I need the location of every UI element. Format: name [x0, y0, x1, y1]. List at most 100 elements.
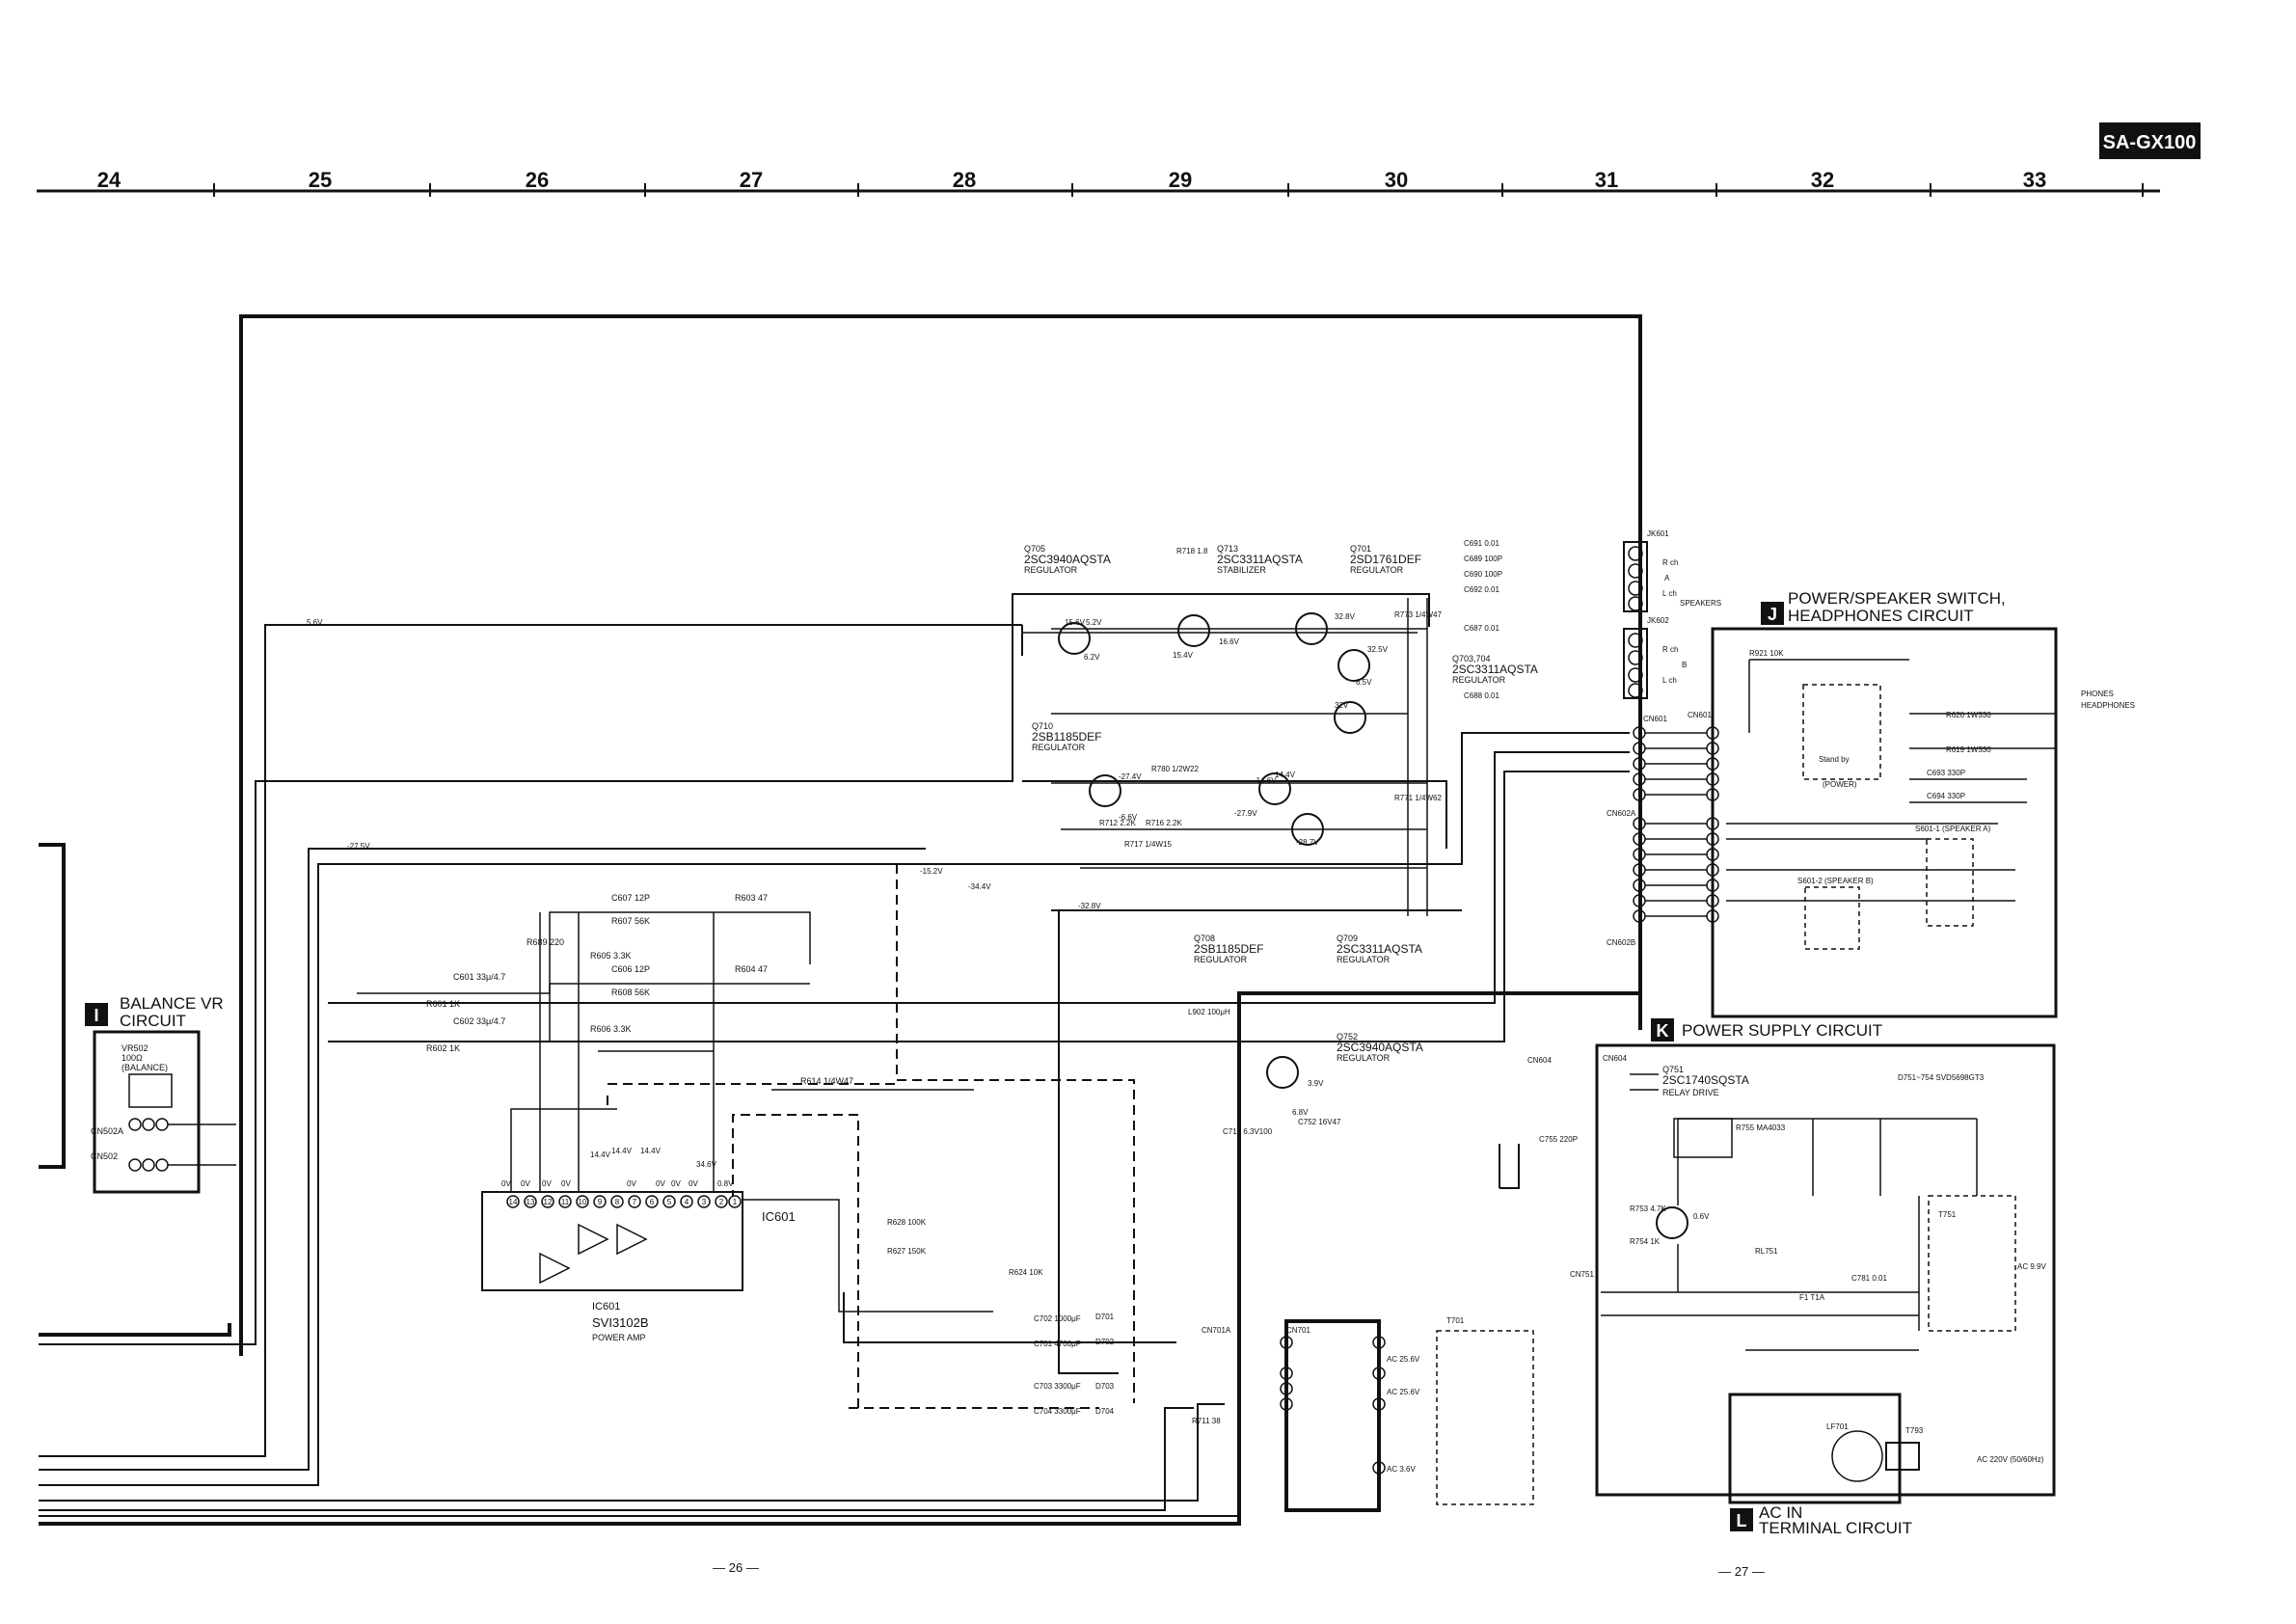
svg-text:15.6V: 15.6V	[1065, 618, 1086, 627]
svg-text:R712 2.2K: R712 2.2K	[1099, 819, 1136, 827]
svg-text:C688 0.01: C688 0.01	[1464, 691, 1499, 700]
regulator-transistors	[1058, 612, 1688, 1239]
svg-text:0V: 0V	[656, 1179, 665, 1188]
svg-text:2SC3311AQSTA: 2SC3311AQSTA	[1217, 553, 1303, 566]
svg-text:RL751: RL751	[1755, 1247, 1778, 1256]
svg-text:R605 3.3K: R605 3.3K	[590, 951, 632, 961]
svg-text:13: 13	[527, 1198, 535, 1206]
svg-text:2SC3940AQSTA: 2SC3940AQSTA	[1024, 553, 1111, 566]
svg-text:CN602A: CN602A	[1607, 809, 1636, 818]
svg-text:Q705: Q705	[1024, 544, 1045, 554]
col-24: 24	[97, 168, 122, 192]
t701-tap-3: AC 3.6V	[1387, 1465, 1416, 1474]
svg-text:0V: 0V	[542, 1179, 552, 1188]
svg-text:L ch: L ch	[1662, 676, 1677, 685]
svg-text:C702 1000μF: C702 1000μF	[1034, 1314, 1081, 1323]
amp-network	[357, 911, 993, 1313]
svg-text:D704: D704	[1095, 1407, 1115, 1416]
col-26: 26	[526, 168, 549, 192]
ruler-ticks	[213, 183, 2144, 197]
svg-text:AC 220V (50/60Hz): AC 220V (50/60Hz)	[1977, 1455, 2044, 1464]
svg-text:REGULATOR: REGULATOR	[1024, 565, 1078, 575]
svg-text:C752 16V47: C752 16V47	[1298, 1118, 1341, 1126]
svg-text:C606 12P: C606 12P	[611, 964, 650, 974]
svg-text:0V: 0V	[521, 1179, 530, 1188]
svg-text:0V: 0V	[671, 1179, 681, 1188]
svg-text:REGULATOR: REGULATOR	[1337, 1053, 1391, 1063]
svg-text:32.5V: 32.5V	[1367, 645, 1389, 654]
svg-text:L902 100μH: L902 100μH	[1188, 1008, 1230, 1016]
svg-text:-27.4V: -27.4V	[1119, 772, 1142, 781]
svg-text:STABILIZER: STABILIZER	[1217, 565, 1266, 575]
svg-text:1: 1	[733, 1198, 738, 1206]
vr502-value: 100Ω	[122, 1053, 143, 1063]
cn502-label: CN502	[91, 1151, 118, 1161]
block-l-frame	[1728, 1393, 1902, 1504]
svg-text:D701: D701	[1095, 1313, 1115, 1321]
svg-text:R717 1/4W15: R717 1/4W15	[1124, 840, 1172, 849]
svg-text:-27.5V: -27.5V	[347, 842, 370, 851]
svg-text:CN701: CN701	[1286, 1326, 1310, 1335]
col-28: 28	[953, 168, 976, 192]
ac-inlet-icon	[1885, 1442, 1920, 1471]
ic601-role: POWER AMP	[592, 1333, 646, 1342]
svg-text:R608 56K: R608 56K	[611, 988, 650, 997]
lf701-filter	[1831, 1430, 1883, 1482]
svg-text:6.5V: 6.5V	[1356, 678, 1372, 687]
cn502a-label: CN502A	[91, 1126, 123, 1136]
svg-text:0.6V: 0.6V	[1693, 1212, 1710, 1221]
svg-text:PHONES: PHONES	[2081, 690, 2114, 698]
svg-text:4: 4	[685, 1198, 689, 1206]
speaker-a-switch	[1926, 838, 1974, 927]
svg-text:-32.8V: -32.8V	[1078, 902, 1101, 910]
svg-text:6: 6	[650, 1198, 655, 1206]
svg-text:CN601: CN601	[1643, 715, 1667, 723]
block-j-title-2: HEADPHONES CIRCUIT	[1788, 607, 1974, 625]
svg-text:R773 1/4W47: R773 1/4W47	[1394, 610, 1442, 619]
svg-text:Q710: Q710	[1032, 721, 1053, 731]
svg-text:Q713: Q713	[1217, 544, 1238, 554]
svg-text:-14.6V: -14.6V	[1254, 776, 1277, 785]
svg-text:R624 10K: R624 10K	[1009, 1268, 1043, 1277]
t701-tap-2: AC 25.6V	[1387, 1388, 1420, 1396]
svg-text:R627 150K: R627 150K	[887, 1247, 927, 1256]
svg-text:0V: 0V	[501, 1179, 511, 1188]
svg-text:(POWER): (POWER)	[1823, 780, 1857, 789]
svg-text:R602 1K: R602 1K	[426, 1043, 460, 1053]
block-j-letter: J	[1768, 605, 1777, 624]
svg-text:32V: 32V	[1335, 701, 1349, 710]
svg-text:R606 3.3K: R606 3.3K	[590, 1024, 632, 1034]
power-switch	[1802, 684, 1881, 780]
svg-text:R604 47: R604 47	[735, 964, 768, 974]
ic601-pins	[506, 1195, 742, 1285]
svg-text:-34.4V: -34.4V	[968, 882, 991, 891]
block-i-title-1: BALANCE VR	[120, 994, 224, 1013]
svg-text:5.2V: 5.2V	[1086, 618, 1102, 627]
svg-text:14.4V: 14.4V	[1275, 771, 1296, 779]
svg-text:0V: 0V	[627, 1179, 636, 1188]
model-badge-box	[2099, 122, 2201, 159]
svg-text:R628 100K: R628 100K	[887, 1218, 927, 1227]
regulator-wiring	[1012, 594, 1428, 916]
svg-text:C602 33μ/4.7: C602 33μ/4.7	[453, 1016, 505, 1026]
svg-text:C692 0.01: C692 0.01	[1464, 585, 1499, 594]
vr502-note: (BALANCE)	[122, 1063, 168, 1072]
svg-text:CN604: CN604	[1603, 1054, 1627, 1063]
svg-text:R780 1/2W22: R780 1/2W22	[1151, 765, 1199, 773]
svg-text:AC 9.9V: AC 9.9V	[2017, 1262, 2046, 1271]
vr502-symbol	[128, 1073, 173, 1108]
svg-text:15.4V: 15.4V	[1173, 651, 1194, 660]
svg-text:14.4V: 14.4V	[640, 1147, 662, 1155]
svg-text:C694 330P: C694 330P	[1927, 792, 1965, 800]
t751-transformer	[1928, 1195, 2016, 1332]
col-30: 30	[1385, 168, 1408, 192]
svg-text:D702: D702	[1095, 1338, 1115, 1346]
block-k-marker	[1651, 1018, 1674, 1042]
svg-text:REGULATOR: REGULATOR	[1194, 955, 1248, 964]
block-j-frame	[1711, 627, 2058, 1018]
svg-text:T793: T793	[1905, 1426, 1924, 1435]
block-i-title-2: CIRCUIT	[120, 1012, 186, 1030]
block-l-title-2: TERMINAL CIRCUIT	[1759, 1519, 1912, 1537]
